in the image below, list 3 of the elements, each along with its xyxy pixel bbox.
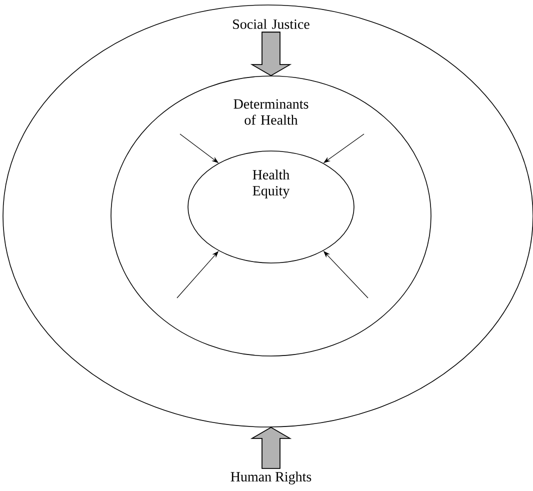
caption-text: Human Rights [230,472,312,484]
block-arrow [250,32,292,76]
block-arrow [250,426,292,469]
